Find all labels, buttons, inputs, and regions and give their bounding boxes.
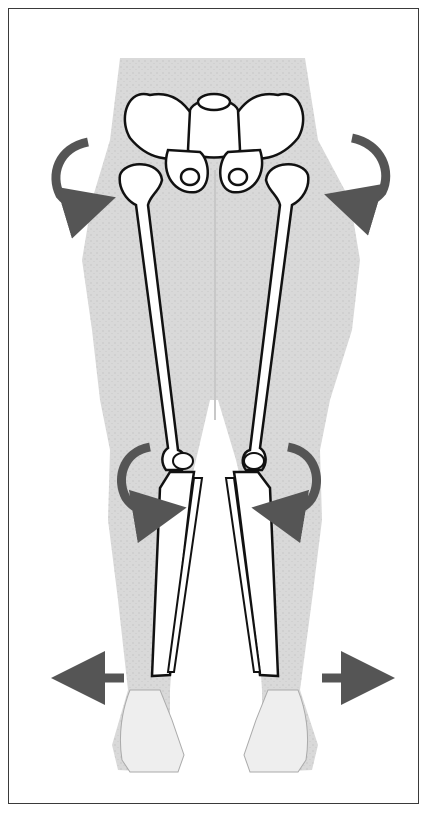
right-foot	[244, 690, 308, 772]
right-hip-rotation-arrow	[350, 138, 386, 203]
left-patella	[173, 453, 193, 469]
left-foot	[120, 690, 184, 772]
left-hip-rotation-arrow	[56, 142, 90, 206]
right-patella	[244, 453, 264, 469]
